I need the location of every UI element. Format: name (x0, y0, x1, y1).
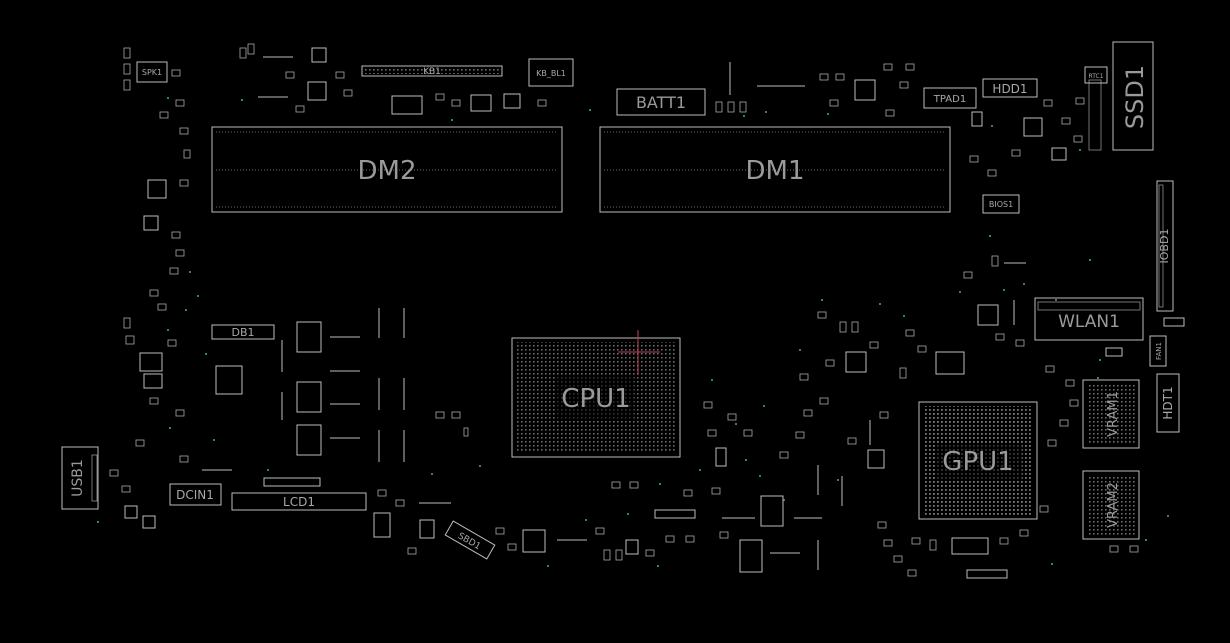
lcd-label: LCD1 (283, 495, 315, 509)
dimm-slot-dm1[interactable]: DM1 (599, 126, 951, 213)
vias (97, 97, 1169, 567)
wlan-slot[interactable]: WLAN1 (1034, 297, 1144, 341)
daughterboard-connector[interactable]: DB1 (211, 324, 275, 340)
cursor-crosshair (618, 330, 660, 375)
vram1-label: VRAM1 (1106, 391, 1121, 437)
rtc-battery[interactable]: RTC1 (1084, 66, 1108, 84)
kb-backlight-connector[interactable]: KB_BL1 (528, 58, 574, 87)
kb-backlight-label: KB_BL1 (536, 69, 566, 78)
power-chips (139, 47, 1043, 573)
speaker-label: SPK1 (142, 68, 162, 77)
misc-traces (124, 56, 1185, 579)
dc-in-label: DCIN1 (176, 488, 214, 502)
dimm-label-dm2: DM2 (358, 156, 417, 186)
usb-label: USB1 (70, 459, 86, 497)
bios-label: BIOS1 (989, 200, 1013, 209)
vram1-chip[interactable]: VRAM1 (1082, 379, 1140, 449)
hdd-label: HDD1 (992, 82, 1027, 96)
lcd-connector[interactable]: LCD1 (231, 492, 367, 511)
usb-port[interactable]: USB1 (61, 446, 99, 510)
iobd-connector[interactable]: IOBD1 (1156, 180, 1174, 312)
dc-in-connector[interactable]: DCIN1 (169, 483, 222, 506)
touchpad-connector[interactable]: TPAD1 (923, 87, 977, 109)
gpu-label: GPU1 (942, 447, 1013, 477)
cpu-label: CPU1 (561, 384, 630, 414)
rtc-label: RTC1 (1088, 73, 1103, 80)
touchpad-label: TPAD1 (933, 94, 966, 105)
gpu-package[interactable]: GPU1 (918, 401, 1038, 520)
passive-components (109, 43, 1139, 577)
vram2-chip[interactable]: VRAM2 (1082, 470, 1140, 540)
battery-connector[interactable]: BATT1 (616, 88, 706, 116)
vram2-label: VRAM2 (1106, 482, 1121, 528)
battery-label: BATT1 (636, 93, 686, 112)
hdd-connector[interactable]: HDD1 (982, 78, 1038, 98)
speaker-connector[interactable]: SPK1 (136, 61, 168, 83)
dimm-slot-dm2[interactable]: DM2 (211, 126, 563, 213)
ssd-label: SSD1 (1121, 65, 1149, 129)
sbd-connector[interactable]: SBD1 (444, 520, 496, 560)
cpu-package[interactable]: CPU1 (511, 337, 681, 458)
bios-chip[interactable]: BIOS1 (982, 194, 1020, 214)
dimm-label-dm1: DM1 (746, 156, 805, 186)
wlan-label: WLAN1 (1058, 312, 1120, 332)
keyboard-connector[interactable]: KB1 (361, 65, 503, 77)
iobd-label: IOBD1 (1158, 229, 1171, 264)
hdt-label: HDT1 (1161, 386, 1175, 419)
daughterboard-label: DB1 (231, 326, 254, 339)
hdt-connector[interactable]: HDT1 (1156, 373, 1180, 433)
fan-label: FAN1 (1155, 342, 1163, 360)
ssd-connector[interactable]: SSD1 (1088, 41, 1154, 151)
keyboard-label: KB1 (423, 67, 441, 77)
fan-connector[interactable]: FAN1 (1149, 335, 1167, 367)
